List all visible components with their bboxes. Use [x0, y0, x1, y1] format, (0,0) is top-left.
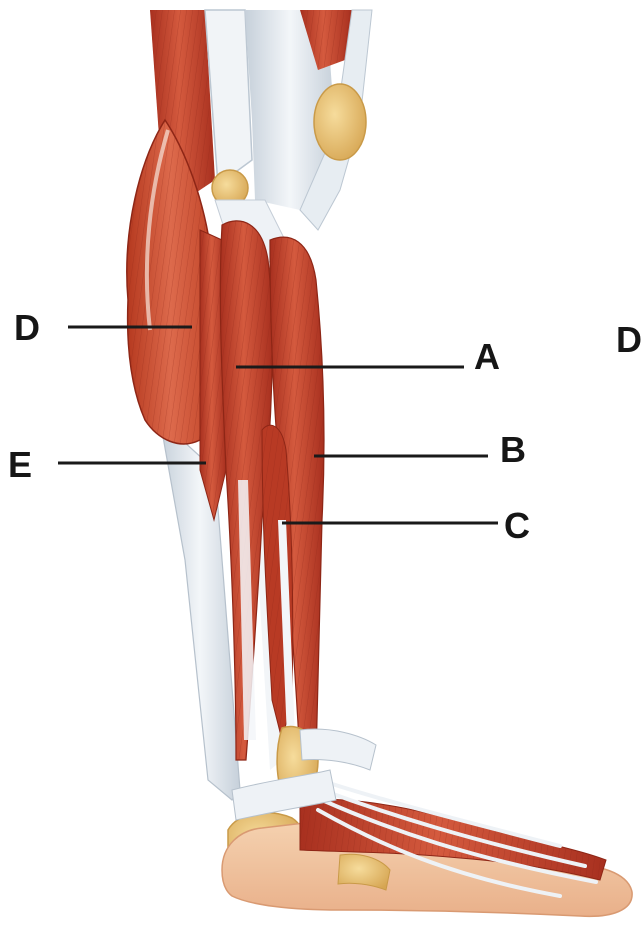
label-e: E [8, 444, 32, 485]
label-d-edge: D [616, 319, 642, 360]
label-c: C [504, 505, 530, 546]
label-d: D [14, 307, 40, 348]
patella [314, 84, 366, 160]
label-a: A [474, 336, 500, 377]
label-b: B [500, 429, 526, 470]
